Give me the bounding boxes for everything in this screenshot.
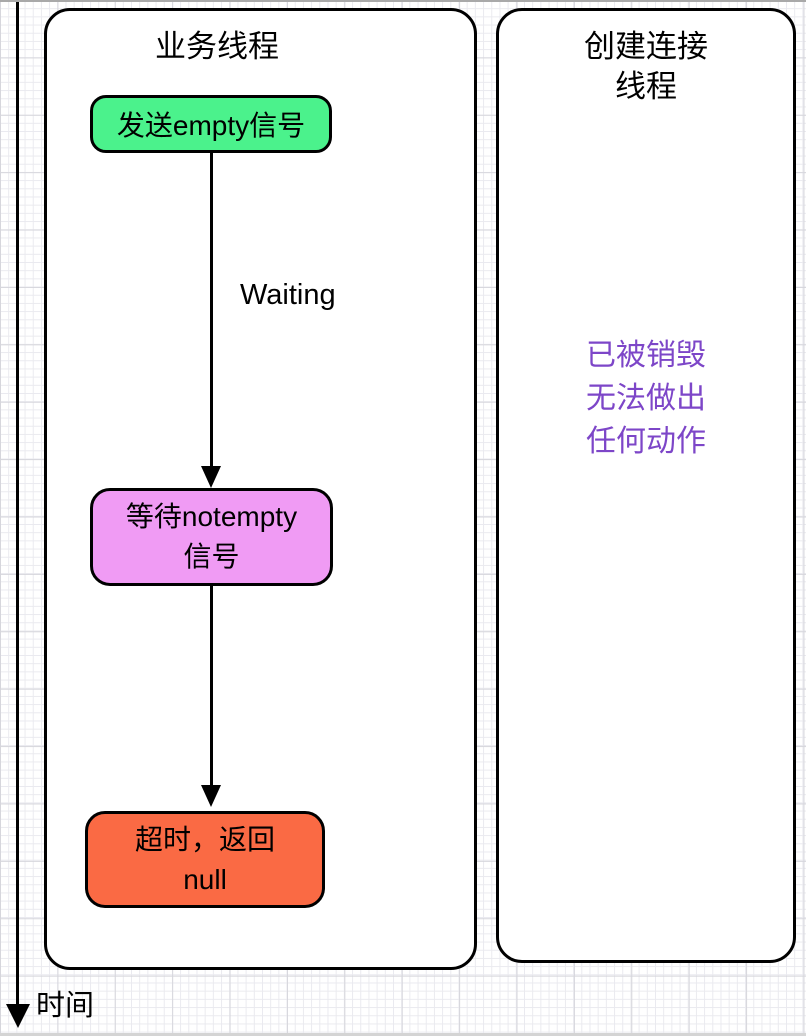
lane-title-line: 线程: [615, 69, 677, 104]
edge-arrowhead-icon: [201, 466, 221, 488]
node-send-empty-signal: 发送empty信号: [90, 95, 332, 153]
node-label: 等待notempty: [125, 501, 298, 532]
edge-wait-to-timeout-line: [210, 586, 213, 785]
canvas-bottom-edge: [0, 1033, 806, 1036]
node-label: 超时，返回: [134, 823, 275, 855]
edge-arrowhead-icon: [201, 785, 221, 807]
lane-title-line: 创建连接: [584, 29, 708, 64]
lane-create-connection-thread-title: 创建连接 线程: [497, 27, 795, 107]
node-timeout-return-null: 超时，返回 null: [85, 811, 325, 908]
node-wait-notempty-signal: 等待notempty 信号: [90, 488, 333, 586]
annotation-line: 任何动作: [586, 425, 706, 458]
annotation-destroyed-note: 已被销毁 无法做出 任何动作: [497, 334, 795, 463]
node-label: 信号: [183, 541, 240, 572]
annotation-line: 已被销毁: [586, 339, 706, 372]
time-axis-label: 时间: [36, 990, 95, 1022]
node-label: null: [183, 863, 227, 895]
lane-title-line: 业务线程: [155, 29, 279, 64]
edge-send-to-wait-line: [210, 153, 213, 467]
time-axis-arrowhead-icon: [6, 1004, 30, 1028]
node-label: 发送empty信号: [116, 110, 306, 141]
canvas-top-edge: [0, 0, 806, 2]
lane-business-thread-title: 业务线程: [90, 27, 344, 67]
time-axis-line: [16, 2, 19, 1004]
lane-create-connection-thread: [496, 8, 796, 963]
annotation-line: 无法做出: [586, 382, 706, 415]
edge-waiting-label: Waiting: [240, 279, 336, 311]
